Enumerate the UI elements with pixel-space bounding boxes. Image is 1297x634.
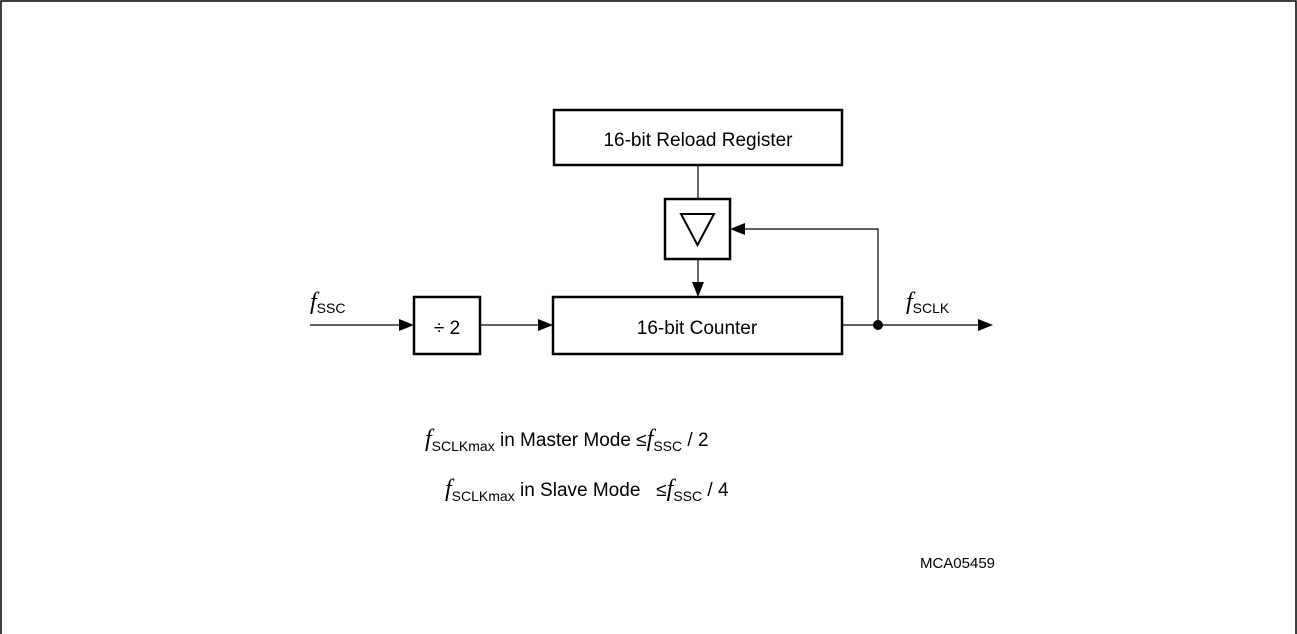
- counter-box: [551, 295, 844, 356]
- feedback-line: [743, 228, 879, 325]
- divider-box: [412, 295, 482, 356]
- triangle-icon: [679, 213, 716, 248]
- divider-label: ÷ 2: [434, 318, 460, 339]
- reload-register-label: 16-bit Reload Register: [603, 130, 793, 151]
- arrow-right-icon: [978, 319, 993, 331]
- master-mode-note: fSCLKmax in Master Mode ≤fSSC / 2: [425, 426, 709, 454]
- output-signal-label: fSCLK: [906, 289, 950, 316]
- arrow-right-icon: [399, 319, 414, 331]
- input-signal-label: fSSC: [310, 289, 345, 316]
- arrow-right-icon: [538, 319, 553, 331]
- decrement-box: [663, 197, 732, 261]
- slave-mode-note: fSCLKmax in Slave Mode ≤fSSC / 4: [425, 476, 741, 504]
- figure-id: MCA05459: [920, 555, 995, 572]
- arrow-down-icon: [692, 282, 704, 297]
- arrow-left-icon: [730, 223, 745, 235]
- counter-label: 16-bit Counter: [637, 318, 758, 339]
